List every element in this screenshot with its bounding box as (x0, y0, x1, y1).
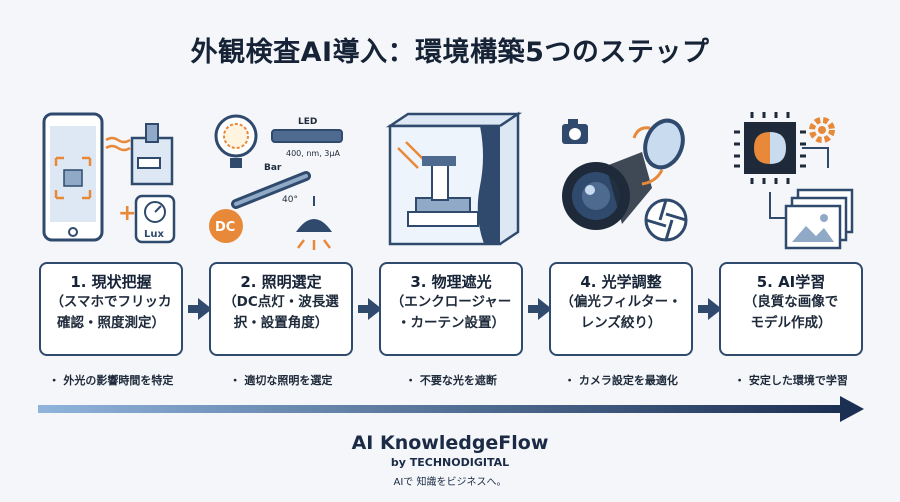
step-3-to-4-arrow (528, 298, 552, 320)
lux-label: Lux (144, 229, 164, 240)
step-5-box: 5. AI学習 （良質な画像で モデル作成） (719, 262, 863, 356)
step-4-to-5-arrow (698, 298, 722, 320)
brand-by: by TECHNODIGITAL (390, 456, 510, 469)
step-1-result: ・ 外光の影響時間を特定 (48, 374, 174, 387)
brand-name: AI KnowledgeFlow (351, 432, 549, 454)
step-5-desc-line-1: （良質な画像で (743, 294, 839, 310)
step-3-result: ・ 不要な光を遮断 (405, 374, 497, 387)
svg-text:+: + (118, 201, 136, 226)
step-5-desc-line-2: モデル作成） (750, 315, 832, 331)
step-4-box: 4. 光学調整 （偏光フィルター・ レンズ絞り） (549, 262, 693, 356)
page-title: 外観検査AI導入：環境構築5つのステップ (190, 37, 710, 68)
step-4-title: 4. 光学調整 (580, 273, 662, 291)
step-2-desc-line-1: （DC点灯・波長選 (223, 294, 339, 310)
step-2-illustration: LED 400, nm, 3μA Bar 40° DC (206, 108, 358, 256)
bar-label: Bar (264, 163, 282, 173)
step-4-desc-line-2: レンズ絞り） (580, 315, 662, 331)
led-spec-label: 400, nm, 3μA (286, 149, 340, 158)
dc-label: DC (215, 220, 235, 235)
step-2-box: 2. 照明選定 （DC点灯・波長選 択・設置角度） (209, 262, 353, 356)
step-3-desc-line-1: （エンクロージャー (390, 294, 512, 310)
step-2-to-3-arrow (358, 298, 382, 320)
step-2-result: ・ 適切な照明を選定 (229, 374, 333, 387)
step-1-to-2-arrow (188, 298, 212, 320)
step-1-desc-line-2: 確認・照度測定） (57, 315, 165, 331)
step-3-illustration (378, 108, 530, 256)
step-5-result: ・ 安定した環境で学習 (734, 374, 848, 387)
angle-label: 40° (282, 195, 298, 205)
step-3-box: 3. 物理遮光 （エンクロージャー ・カーテン設置） (379, 262, 523, 356)
step-3-desc-line-2: ・カーテン設置） (397, 315, 505, 331)
step-2-title: 2. 照明選定 (240, 273, 322, 291)
step-5-illustration (718, 108, 870, 256)
step-3-title: 3. 物理遮光 (410, 273, 492, 291)
step-5-title: 5. AI学習 (756, 273, 826, 291)
step-1-box: 1. 現状把握 （スマホでフリッカ 確認・照度測定） (39, 262, 183, 356)
step-2-desc-line-2: 択・設置角度） (233, 315, 329, 331)
step-4-illustration (548, 108, 700, 256)
step-1-desc-line-1: （スマホでフリッカ (50, 294, 172, 310)
step-4-desc-line-1: （偏光フィルター・ (560, 294, 682, 310)
step-1-illustration: + Lux (36, 108, 188, 256)
progress-timeline-arrow (38, 396, 864, 422)
brand-tagline: AIで 知識をビジネスへ。 (393, 477, 507, 488)
brand-block: AI KnowledgeFlow by TECHNODIGITAL AIで 知識… (0, 432, 900, 488)
step-1-title: 1. 現状把握 (70, 273, 152, 291)
led-label: LED (298, 117, 317, 127)
step-4-result: ・ カメラ設定を最適化 (564, 374, 678, 387)
